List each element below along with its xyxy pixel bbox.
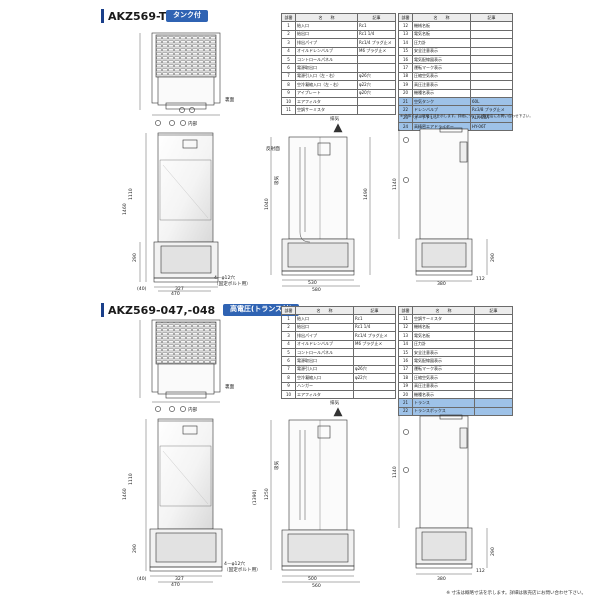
s1-mount-holes-sub: （固定ボルト用） xyxy=(214,280,251,287)
s1-side-view xyxy=(270,123,371,287)
s1-dim-low-height: 290 xyxy=(132,253,138,262)
section1-header: AKZ569-T xyxy=(101,9,166,23)
s2-dim-back-height2: 290 xyxy=(490,547,496,556)
s2-mount-holes: 4－φ12穴 xyxy=(224,560,245,567)
s2-front-view xyxy=(145,406,223,583)
s1-dim-side-w2: 580 xyxy=(312,287,321,293)
s2-label-rear: 裏面 xyxy=(225,383,235,390)
s1-label-inside: 内部 xyxy=(188,120,198,127)
s1-label-intake: 吸気 xyxy=(273,175,280,185)
section1-header-bar xyxy=(101,9,104,23)
footer-note: ※ 寸法は概略寸法を示します。詳細は販売店にお問い合わせ下さい。 xyxy=(446,591,586,596)
s1-dim-tank-width: 327 xyxy=(175,286,184,292)
s1-note: ※ 全体寸法は概略寸法を示します。詳細については販売店にお問い合わせ下さい。 xyxy=(400,113,533,118)
section2-header: AKZ569-047,-048 xyxy=(101,303,215,317)
s2-dim-unit-height: 1460 xyxy=(122,488,128,500)
s1-dim-unit-height: 1460 xyxy=(122,203,128,215)
s1-dim-back-height2: 290 xyxy=(490,253,496,262)
s2-label-exhaust: 排気 xyxy=(330,399,340,406)
section1-badge: タンク付 xyxy=(166,10,208,22)
section1-model-title: AKZ569-T xyxy=(108,9,167,23)
part-note-cell: HY-06T xyxy=(470,122,513,132)
s2-top-view xyxy=(139,319,221,403)
s2-mount-holes-sub: （固定ボルト用） xyxy=(224,566,261,573)
s1-dim-side-w1: 530 xyxy=(308,280,317,286)
s2-dim-back-height: 1140 xyxy=(392,466,398,478)
s2-side-view xyxy=(270,407,360,583)
s2-dim-front-width: 470 xyxy=(171,582,180,588)
s1-label-exhaust: 排気 xyxy=(330,115,340,122)
part-note-cell xyxy=(474,406,513,417)
s2-dim-base: (40) xyxy=(137,576,147,582)
s1-label-rear: 裏面 xyxy=(225,96,235,103)
s1-dim-back-depth: 112 xyxy=(476,276,485,282)
s2-label-inside: 内部 xyxy=(188,406,198,413)
s1-top-view xyxy=(139,32,221,116)
s2-dim-side-height2: (1390) xyxy=(252,490,258,505)
s2-label-intake: 吸気 xyxy=(273,460,280,470)
s2-dim-low-height: 290 xyxy=(132,544,138,553)
part-note-cell xyxy=(357,105,396,115)
s1-dim-base: (40) xyxy=(137,286,147,292)
s1-dim-side-height: 1040 xyxy=(264,198,270,210)
s2-dim-back-width: 380 xyxy=(437,576,446,582)
s2-dim-side-w1: 500 xyxy=(308,576,317,582)
s2-back-view xyxy=(398,414,488,575)
s2-dim-tank-width: 327 xyxy=(175,576,184,582)
s1-dim-side-height2: 1490 xyxy=(363,188,369,200)
s1-label-view: 反射面 xyxy=(266,145,280,152)
s2-dim-back-depth: 112 xyxy=(476,568,485,574)
section2-model-title: AKZ569-047,-048 xyxy=(108,303,216,317)
s1-dim-back-width: 380 xyxy=(437,281,446,287)
s1-dim-total-height: 1110 xyxy=(128,188,134,200)
s1-dim-front-width: 470 xyxy=(171,291,180,297)
s1-mount-holes: 4－φ12穴 xyxy=(214,274,235,281)
s1-back-view xyxy=(398,127,488,282)
s2-dim-total-height: 1110 xyxy=(128,473,134,485)
s1-front-view xyxy=(139,120,219,292)
section2-badge: 高電圧(トランス付) xyxy=(223,304,300,316)
s1-dim-back-height: 1140 xyxy=(392,178,398,190)
s2-dim-side-w2: 560 xyxy=(312,583,321,589)
section2-header-bar xyxy=(101,303,104,317)
s2-dim-side-height: 1250 xyxy=(264,488,270,500)
part-note-cell xyxy=(353,389,396,400)
